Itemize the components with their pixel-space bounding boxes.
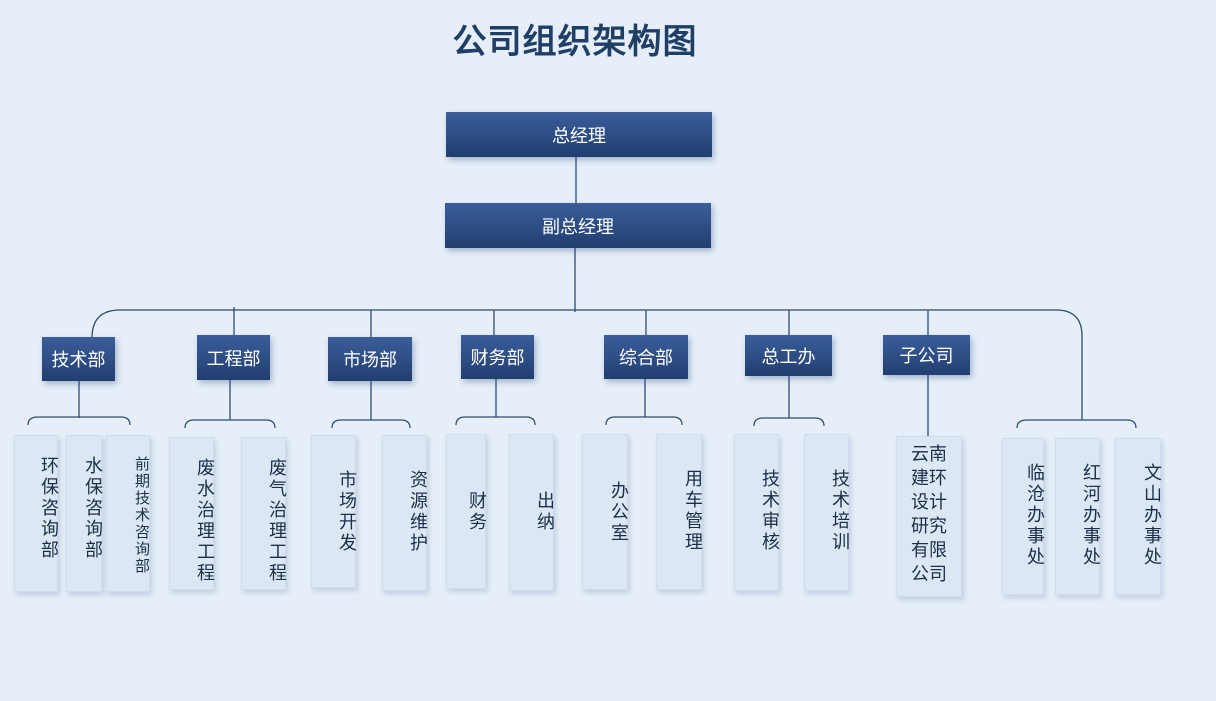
office-box: 红河办事处 bbox=[1055, 438, 1101, 595]
unit-label: 资源维护 bbox=[407, 470, 428, 554]
unit-label: 技术审核 bbox=[759, 469, 780, 553]
unit-box: 用车管理 bbox=[656, 434, 703, 590]
unit-label: 云南建环设计研究有限公司 bbox=[897, 443, 961, 587]
unit-label-line: 建环 bbox=[911, 468, 947, 489]
unit-label: 市场开发 bbox=[336, 470, 357, 554]
unit-box: 资源维护 bbox=[382, 435, 428, 591]
unit-label: 技术培训 bbox=[829, 469, 850, 553]
unit-box: 办公室 bbox=[582, 434, 629, 590]
chart-title: 公司组织架构图 bbox=[452, 22, 698, 62]
unit-label-line: 研究 bbox=[911, 516, 947, 537]
department-node-chief-engineer-office: 总工办 bbox=[745, 335, 832, 376]
department-node-engineering: 工程部 bbox=[197, 335, 270, 380]
unit-box: 云南建环设计研究有限公司 bbox=[896, 436, 962, 597]
unit-box: 前期技术咨询部 bbox=[106, 435, 151, 592]
unit-label: 环保咨询部 bbox=[38, 456, 59, 561]
office-label: 文山办事处 bbox=[1141, 463, 1162, 568]
unit-label: 废水治理工程 bbox=[194, 458, 215, 584]
department-node-general-affairs: 综合部 bbox=[604, 335, 688, 379]
unit-box: 财务 bbox=[446, 434, 487, 589]
unit-label: 办公室 bbox=[608, 481, 629, 544]
unit-box: 技术培训 bbox=[804, 434, 850, 591]
unit-label-line: 云南 bbox=[911, 444, 947, 465]
unit-label: 出纳 bbox=[534, 491, 555, 533]
unit-label: 用车管理 bbox=[682, 469, 703, 553]
unit-box: 环保咨询部 bbox=[14, 435, 59, 592]
department-node-tech: 技术部 bbox=[42, 337, 115, 381]
department-node-subsidiary: 子公司 bbox=[883, 335, 970, 375]
office-label: 临沧办事处 bbox=[1024, 463, 1045, 568]
unit-box: 市场开发 bbox=[311, 435, 357, 588]
unit-label-line: 有限 bbox=[911, 540, 947, 561]
unit-box: 水保咨询部 bbox=[66, 435, 103, 592]
unit-label-line: 公司 bbox=[911, 564, 947, 585]
unit-label: 废气治理工程 bbox=[266, 458, 287, 584]
department-node-finance: 财务部 bbox=[461, 335, 534, 379]
unit-label: 水保咨询部 bbox=[82, 456, 103, 561]
office-box: 文山办事处 bbox=[1115, 438, 1162, 595]
general-manager-node: 总经理 bbox=[446, 112, 712, 157]
unit-box: 技术审核 bbox=[734, 434, 780, 591]
department-node-market: 市场部 bbox=[328, 337, 412, 381]
unit-label-line: 设计 bbox=[911, 492, 947, 513]
office-box: 临沧办事处 bbox=[1002, 438, 1045, 595]
deputy-general-manager-node: 副总经理 bbox=[445, 203, 711, 248]
unit-box: 废气治理工程 bbox=[241, 437, 287, 590]
unit-box: 废水治理工程 bbox=[169, 437, 215, 590]
unit-label: 财务 bbox=[466, 491, 487, 533]
unit-box: 出纳 bbox=[509, 434, 555, 591]
unit-label: 前期技术咨询部 bbox=[133, 456, 151, 575]
office-label: 红河办事处 bbox=[1080, 463, 1101, 568]
